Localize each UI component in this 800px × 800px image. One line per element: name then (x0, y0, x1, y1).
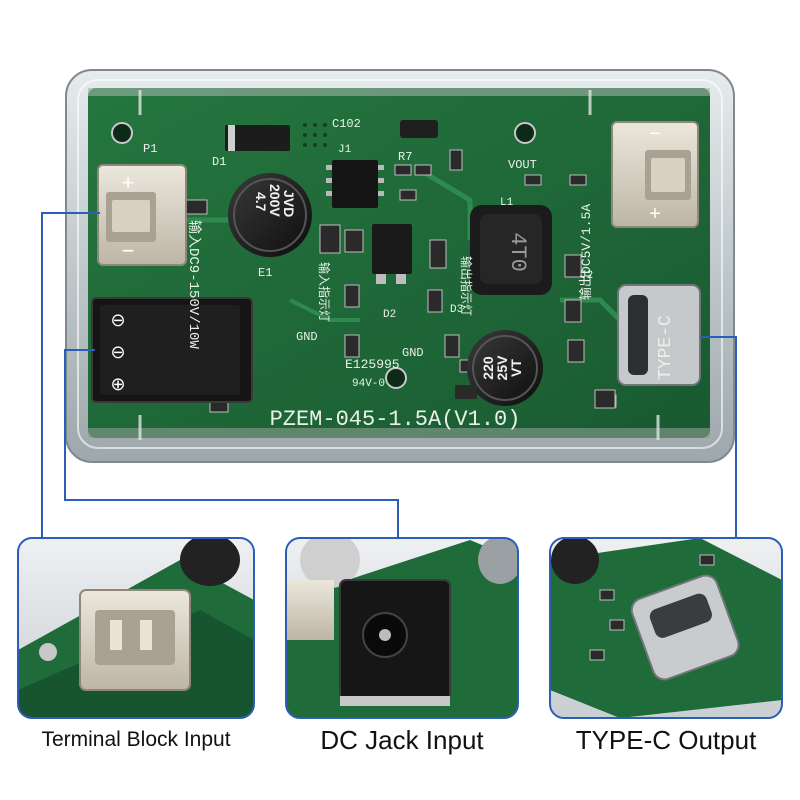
leader-line-terminal (41, 212, 100, 538)
svg-text:−: − (122, 238, 135, 263)
output-header-j2: − + (611, 121, 699, 228)
ic-chip (332, 160, 378, 208)
silk-l1: L1 (500, 197, 514, 209)
leader-line-type-c (700, 336, 737, 538)
diode-d1 (225, 125, 290, 151)
silk-output-led: 输出指示灯 (458, 256, 474, 316)
usb-type-c-port (617, 284, 701, 386)
silk-d2: D2 (383, 309, 396, 321)
silk-r7: R7 (398, 150, 412, 164)
capacitor-small (467, 330, 543, 406)
model-label: PZEM-045-1.5A(V1.0) (270, 407, 521, 432)
svg-text:+: + (649, 203, 661, 225)
callout-type-c (549, 537, 783, 719)
callout-label-type-c: TYPE-C Output (575, 725, 757, 755)
mounting-hole (111, 122, 133, 144)
cap-large-line-2: 200V (267, 184, 283, 217)
silk-c102: C102 (332, 117, 361, 131)
silk-j1: J1 (338, 144, 352, 156)
svg-text:−: − (649, 123, 661, 145)
silk-j2: J2 (580, 270, 593, 282)
mounting-hole (514, 122, 536, 144)
callout-leader-lines (41, 212, 737, 538)
silk-type-c: TYPE-C (656, 315, 676, 380)
via-field (303, 123, 327, 147)
svg-text:⊕: ⊕ (110, 374, 125, 394)
cap-large-line-3: JVD (281, 190, 297, 217)
silk-input-led: 输入指示灯 (316, 262, 332, 322)
silk-e1: E1 (258, 266, 272, 280)
callout-terminal-block (17, 537, 255, 719)
silkscreen-labels: PZEM-045-1.5A(V1.0) E125995 94V-0 P1 D1 … (143, 117, 676, 432)
cap-small-line-1: 220 (480, 356, 496, 380)
silk-p1: P1 (143, 142, 157, 156)
svg-text:⊖: ⊖ (110, 310, 125, 330)
silk-d3: D3 (450, 304, 463, 316)
mosfet (372, 224, 412, 274)
cap-small-line-2: 25V (494, 355, 510, 381)
callout-label-terminal-block: Terminal Block Input (41, 728, 231, 751)
callout-dc-jack (285, 537, 519, 719)
silk-gnd-left: GND (296, 330, 318, 344)
callout-label-dc-jack: DC Jack Input (320, 725, 484, 755)
silk-input-range: 输入DC9-150V/10W (185, 220, 202, 349)
capacitor-large (228, 173, 312, 257)
silk-output-range: 输出DC5V/1.5A (578, 204, 594, 300)
cert-label: E125995 (345, 357, 400, 372)
cert-sub-label: 94V-0 (352, 378, 385, 390)
cap-large-line-1: 4.7 (253, 192, 269, 212)
silk-vout: VOUT (508, 158, 537, 172)
capacitor-c102 (400, 120, 438, 138)
svg-text:+: + (122, 170, 135, 195)
mounting-hole (385, 367, 407, 389)
cap-small-line-3: VT (508, 359, 524, 377)
inductor-marking: 4T0 (505, 232, 530, 272)
silk-d1: D1 (212, 155, 226, 169)
svg-text:⊖: ⊖ (110, 342, 125, 362)
terminal-block-p1: + − (97, 164, 187, 266)
dc-jack: ⊖ ⊖ ⊕ (91, 297, 253, 403)
capacitor-markings: 4.7 200V JVD 220 25V VT (253, 184, 524, 380)
leader-line-dc-jack (64, 349, 399, 538)
silk-gnd-mid: GND (402, 346, 424, 360)
